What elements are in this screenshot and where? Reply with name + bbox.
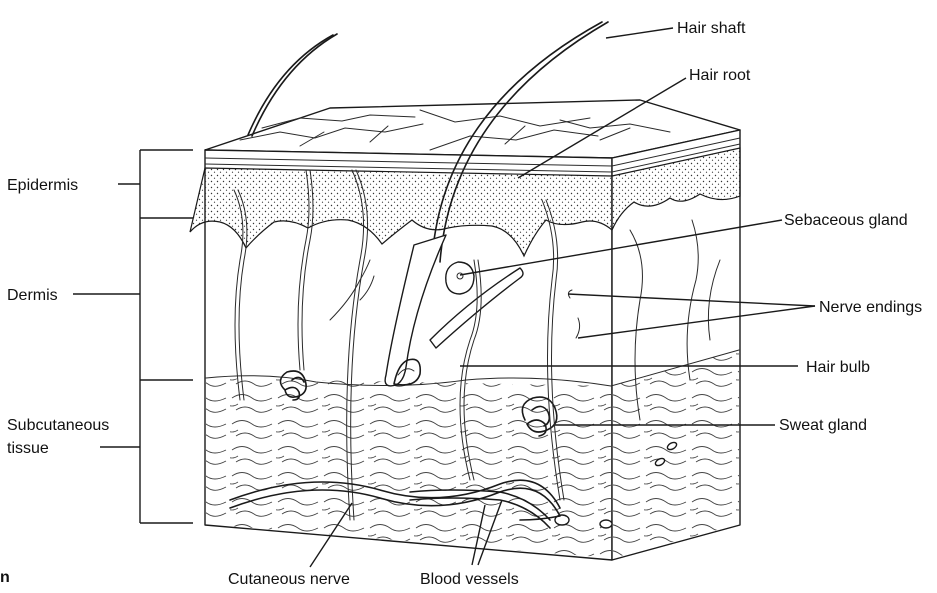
skin-block — [190, 100, 740, 560]
label-cutaneous-nerve: Cutaneous nerve — [228, 571, 350, 588]
label-epidermis: Epidermis — [7, 177, 78, 194]
label-sweat-gland: Sweat gland — [779, 417, 867, 434]
label-hair-root: Hair root — [689, 67, 751, 84]
label-subcutaneous-line2: tissue — [7, 440, 49, 457]
subcutaneous-fat-side — [613, 350, 739, 558]
label-nerve-endings: Nerve endings — [819, 299, 922, 316]
label-subcutaneous-line1: Subcutaneous — [7, 417, 109, 434]
layer-bracket — [73, 150, 193, 523]
label-hair-bulb: Hair bulb — [806, 359, 870, 376]
label-corner-fragment: n — [0, 569, 10, 586]
label-sebaceous-gland: Sebaceous gland — [784, 212, 908, 229]
sebaceous-gland-shape — [446, 262, 474, 294]
label-dermis: Dermis — [7, 287, 58, 304]
label-hair-shaft: Hair shaft — [677, 20, 746, 37]
label-blood-vessels: Blood vessels — [420, 571, 519, 588]
